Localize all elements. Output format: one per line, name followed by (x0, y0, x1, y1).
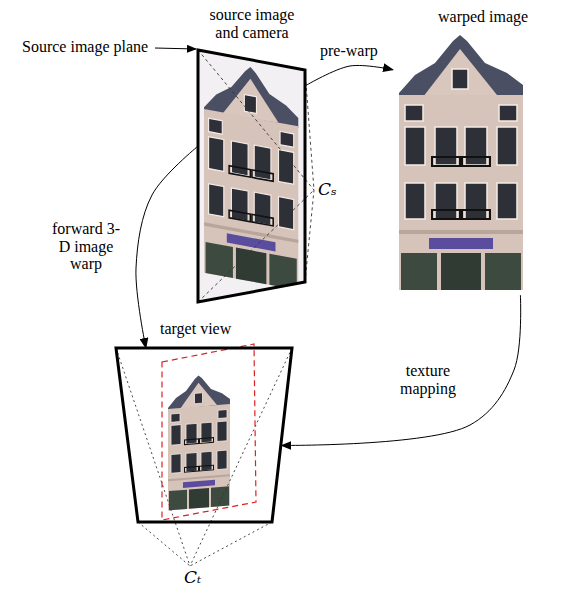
image-panel: source image and camera (198, 50, 306, 303)
panel-heading: warped image (438, 8, 528, 26)
curved-arrow (136, 146, 198, 348)
target-building-image (168, 373, 230, 511)
panel-heading: source image and camera (202, 6, 302, 41)
camera-center-label: Cₛ (318, 180, 337, 199)
curved-arrow (306, 65, 393, 85)
target-view-ground (116, 348, 292, 522)
source-building-image (204, 59, 298, 291)
image-plane-outline (198, 50, 305, 302)
camera-rays (116, 348, 292, 566)
red-dashed-frame (162, 344, 256, 520)
image-plane-outline (116, 348, 292, 522)
edge-label: texture mapping (392, 362, 464, 397)
image-panel: target view (116, 348, 292, 522)
edge-label: forward 3-D image warp (50, 220, 122, 273)
part-label: Source image plane (22, 38, 148, 56)
curved-arrow (281, 295, 520, 445)
image-panel: warped image (393, 30, 530, 295)
edge-label: pre-warp (320, 42, 378, 60)
warped-building-image (399, 35, 523, 290)
source-image-ground (198, 50, 305, 302)
panel-heading: target view (160, 320, 231, 338)
image-plane-outline (116, 348, 292, 522)
image-plane-outline (198, 50, 306, 303)
leader-arrow (155, 48, 196, 49)
camera-rays (198, 50, 314, 302)
camera-center-label: Cₜ (184, 568, 201, 587)
